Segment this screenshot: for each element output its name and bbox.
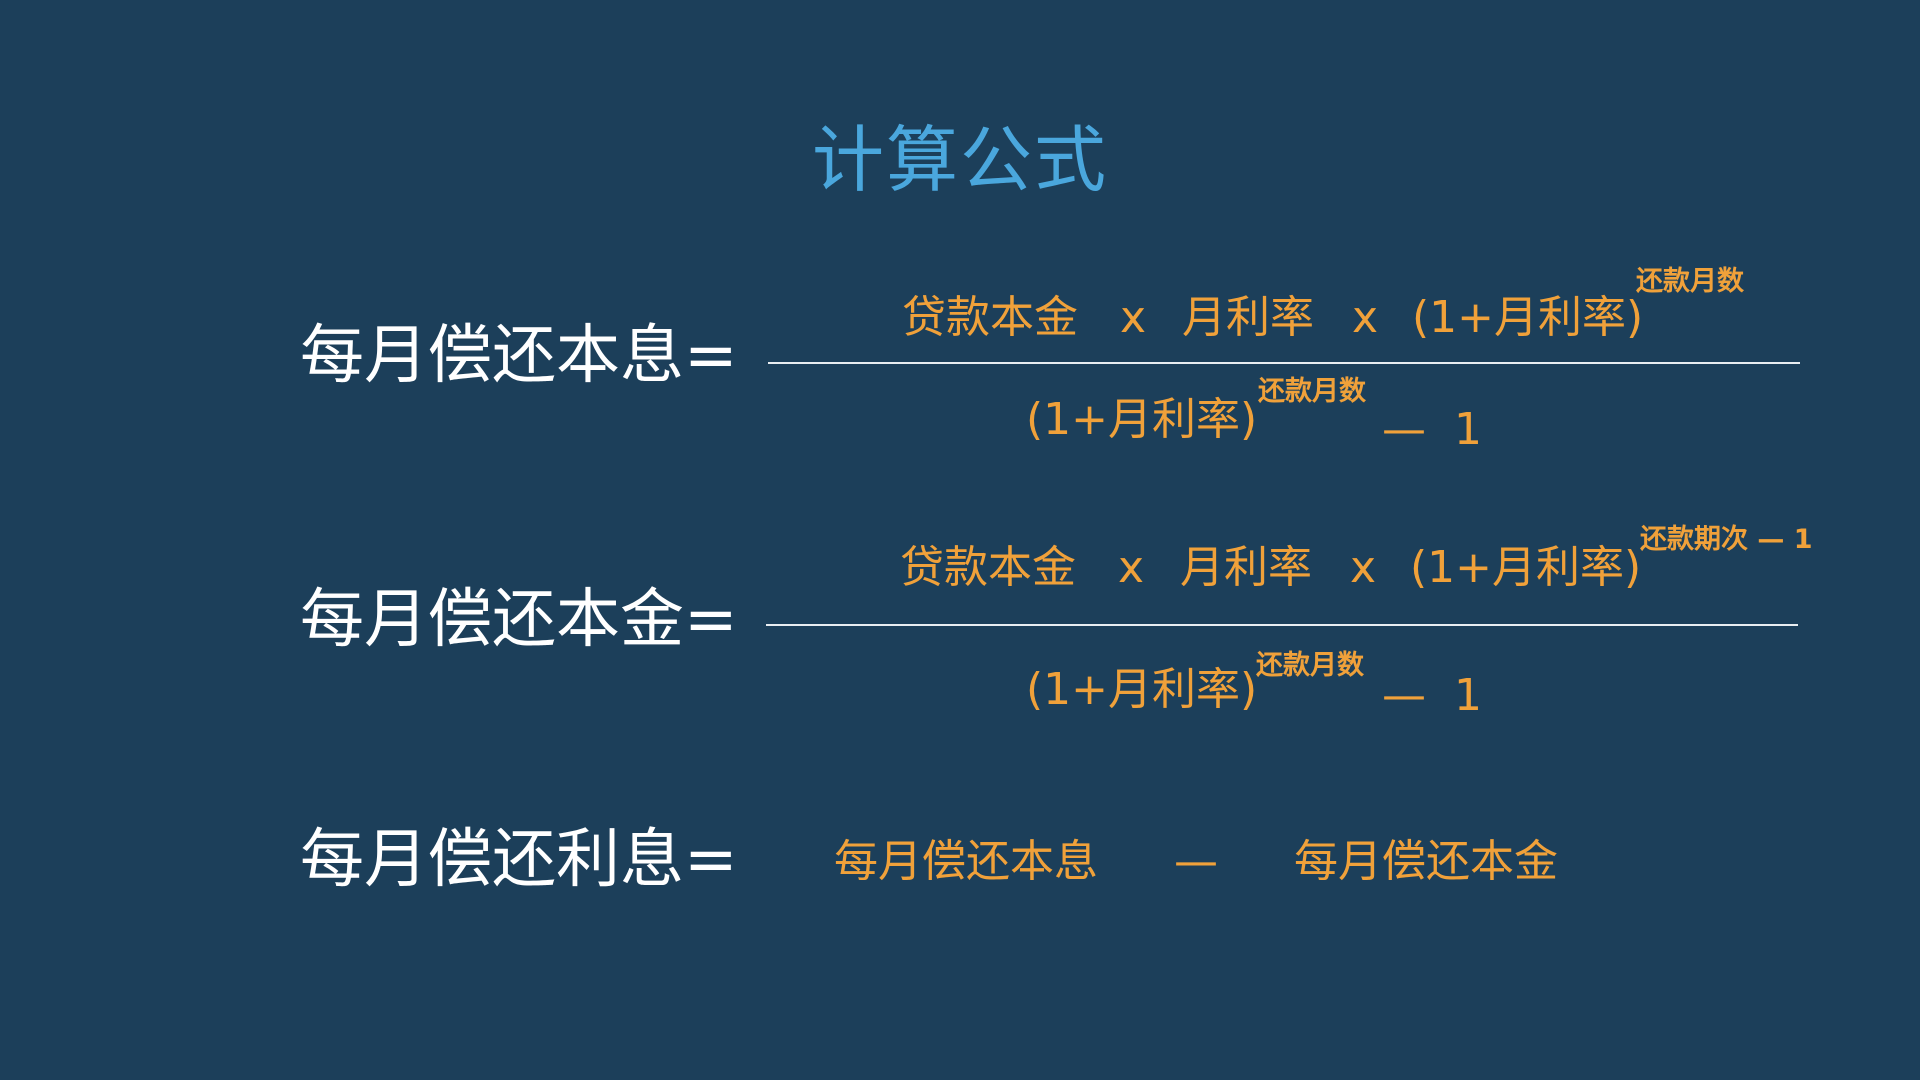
formula1-minus: — <box>1382 404 1426 455</box>
formula1-rate: 月利率 <box>1182 292 1314 343</box>
formula1-label: 每月偿还本息= <box>300 319 738 393</box>
formula1-fraction-bar <box>768 362 1800 364</box>
formula2-denominator-compound: (1+月利率) <box>1026 664 1258 715</box>
formula2-times-1: x <box>1118 542 1145 593</box>
formula1-times-2: x <box>1352 292 1379 343</box>
formula2-principal: 贷款本金 <box>900 542 1076 593</box>
formula1-one: 1 <box>1454 404 1482 455</box>
formula3-term-principal: 每月偿还本金 <box>1294 836 1558 887</box>
formula2-numerator-compound: (1+月利率) <box>1410 542 1642 593</box>
formula1-times-1: x <box>1120 292 1147 343</box>
formula3-label: 每月偿还利息= <box>300 823 738 897</box>
formula1-denominator-compound: (1+月利率) <box>1026 394 1258 445</box>
formula2-denominator-exponent: 还款月数 <box>1256 650 1364 681</box>
formula3-minus: — <box>1174 836 1218 887</box>
formula1-principal: 贷款本金 <box>902 292 1078 343</box>
formula2-numerator-exponent: 还款期次 — 1 <box>1640 524 1813 555</box>
formula1-denominator-exponent: 还款月数 <box>1258 376 1366 407</box>
formula1-numerator-compound: (1+月利率) <box>1412 292 1644 343</box>
formula2-fraction-bar <box>766 624 1798 626</box>
formula2-minus: — <box>1382 670 1426 721</box>
slide-title: 计算公式 <box>811 118 1108 202</box>
formula2-rate: 月利率 <box>1180 542 1312 593</box>
formula2-one: 1 <box>1454 670 1482 721</box>
formula1-numerator-exponent: 还款月数 <box>1636 266 1744 297</box>
formula2-label: 每月偿还本金= <box>300 583 738 657</box>
formula2-times-2: x <box>1350 542 1377 593</box>
formula3-term-payment: 每月偿还本息 <box>834 836 1098 887</box>
